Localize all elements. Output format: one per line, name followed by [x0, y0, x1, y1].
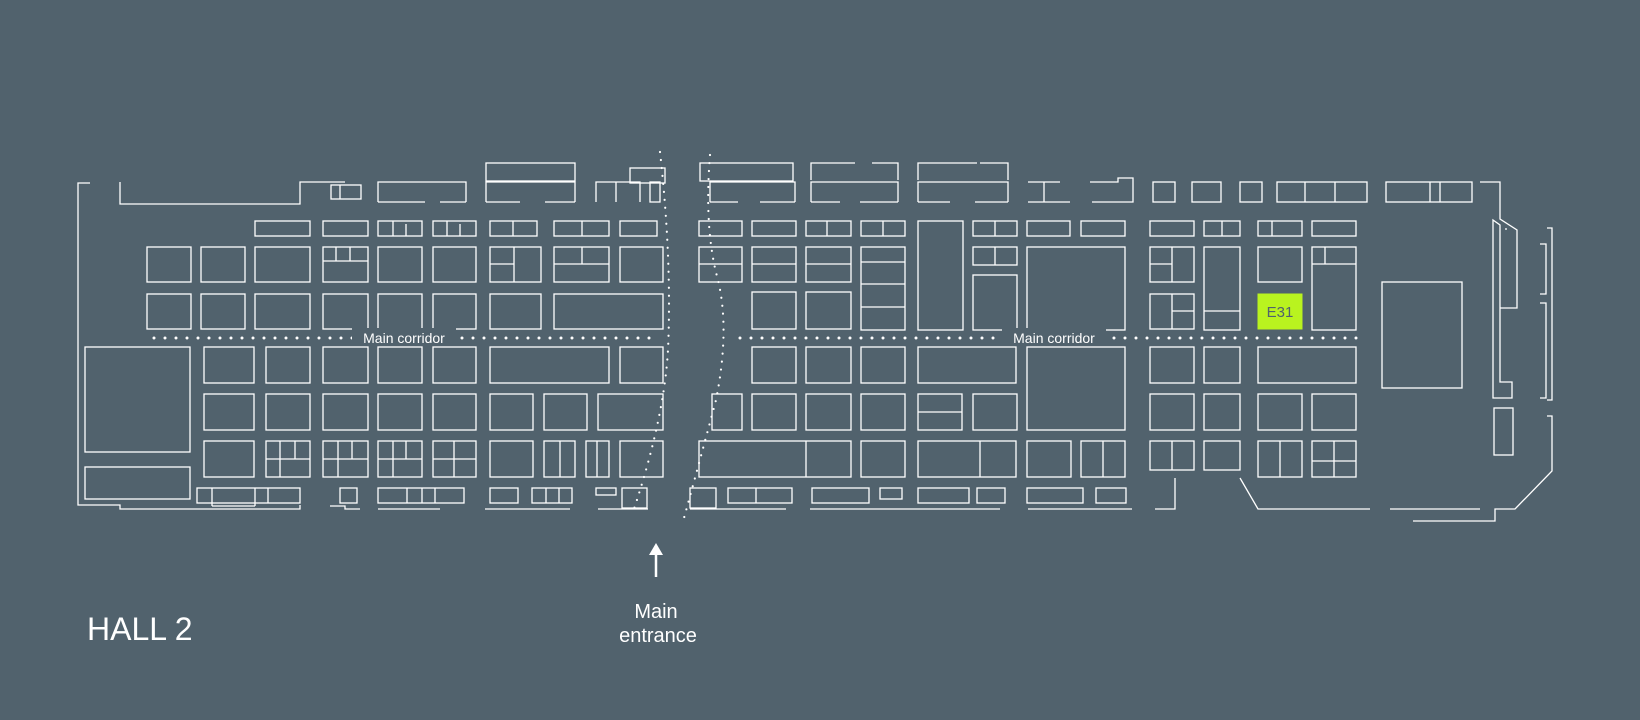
row-3-stands — [146, 291, 1195, 330]
corridor-label-right: Main corridor — [1013, 330, 1095, 346]
entrance-walkway — [630, 150, 725, 520]
main-corridors: Main corridor Main corridor — [152, 328, 1360, 348]
row-5-stands — [203, 393, 1357, 431]
entrance-label-line1: Main — [634, 601, 677, 623]
row-1-stands — [254, 220, 1357, 237]
booth-e31-label: E31 — [1267, 304, 1294, 321]
hall-title: HALL 2 — [87, 611, 193, 647]
arrow-up-icon — [649, 543, 663, 577]
top-stands — [330, 162, 1473, 203]
outer-walls — [77, 181, 1553, 522]
bottom-stands — [196, 487, 1127, 509]
row-2-stands — [146, 220, 1357, 331]
corridor-label-left: Main corridor — [363, 330, 445, 346]
booth-e31[interactable]: E31 — [1257, 293, 1303, 330]
entrance-label-line2: entrance — [619, 625, 697, 647]
row-6-stands — [84, 440, 1357, 500]
row-4-stands — [84, 281, 1463, 453]
